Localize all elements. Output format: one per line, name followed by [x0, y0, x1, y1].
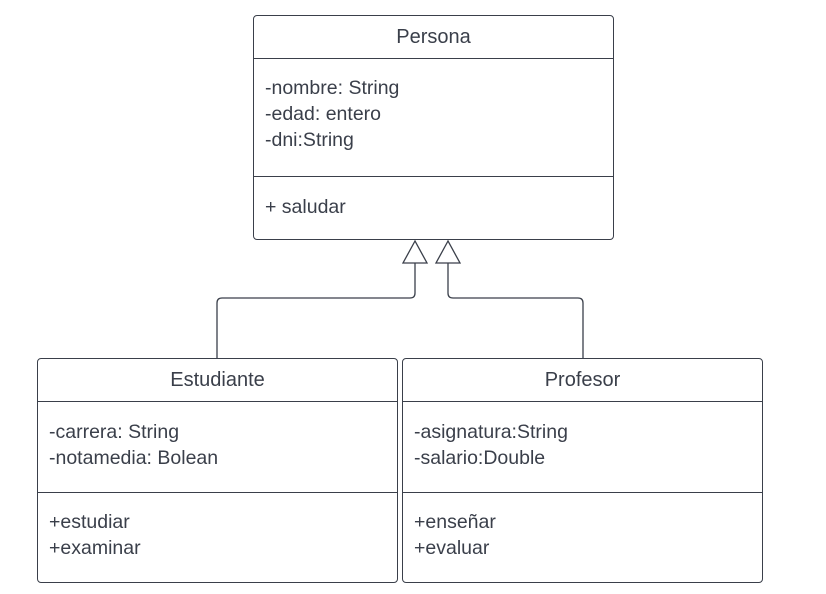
- class-estudiante[interactable]: Estudiante -carrera: String -notamedia: …: [37, 358, 398, 583]
- attribute: -carrera: String: [49, 421, 180, 443]
- class-name: Estudiante: [38, 359, 397, 402]
- class-persona[interactable]: Persona -nombre: String -edad: entero -d…: [253, 15, 614, 240]
- method: +examinar: [49, 537, 141, 559]
- class-profesor[interactable]: Profesor -asignatura:String -salario:Dou…: [402, 358, 763, 583]
- attributes-section: -carrera: String -notamedia: Bolean: [38, 402, 397, 493]
- methods-section: + saludar: [254, 177, 613, 220]
- attributes-section: -asignatura:String -salario:Double: [403, 402, 762, 493]
- profesor-generalization-arrowhead: [434, 239, 462, 264]
- attribute: -salario:Double: [414, 447, 546, 469]
- attribute: -dni:String: [265, 129, 354, 151]
- class-name: Profesor: [403, 359, 762, 402]
- method: + saludar: [265, 196, 346, 218]
- attribute: -asignatura:String: [414, 421, 568, 443]
- estudiante-generalization-line: [216, 263, 416, 358]
- estudiante-generalization-arrowhead: [401, 239, 429, 264]
- attribute: -nombre: String: [265, 77, 400, 99]
- method: +estudiar: [49, 511, 130, 533]
- method: +enseñar: [414, 511, 496, 533]
- attributes-section: -nombre: String -edad: entero -dni:Strin…: [254, 59, 613, 177]
- methods-section: +estudiar +examinar: [38, 493, 397, 561]
- class-name: Persona: [254, 16, 613, 59]
- method: +evaluar: [414, 537, 490, 559]
- methods-section: +enseñar +evaluar: [403, 493, 762, 561]
- attribute: -edad: entero: [265, 103, 382, 125]
- attribute: -notamedia: Bolean: [49, 447, 219, 469]
- profesor-generalization-line: [447, 263, 584, 358]
